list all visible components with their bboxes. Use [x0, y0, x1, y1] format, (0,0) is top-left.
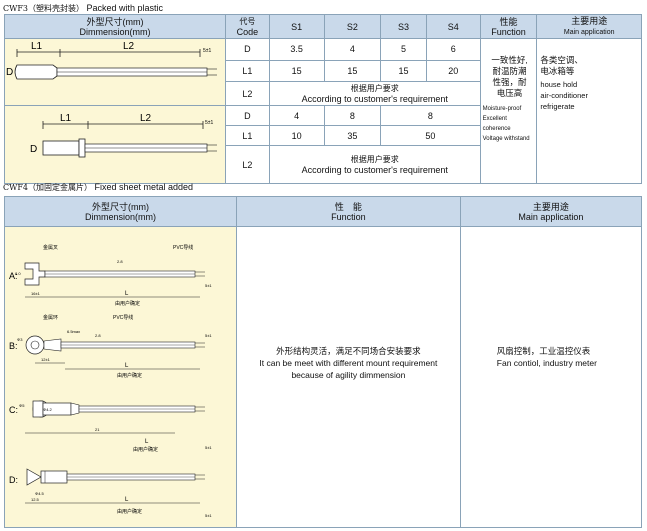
drawing-a-top: 2.8 — [117, 259, 123, 264]
s2-application-cn: 风扇控制，工业温控仪表 — [496, 346, 591, 356]
s2-function-en-2: because of agility dimmension — [291, 370, 406, 380]
section1-title-cn: （塑料壳封装） — [27, 4, 84, 13]
drawing-c-cust: 由用户确定 — [133, 446, 158, 453]
row-l1-s3: 15 — [380, 59, 427, 83]
row-l2-code: L2 — [225, 81, 270, 106]
function-cell: 一致性好, 耐温防潮 性强，耐 电压高 Moisture-proof Excel… — [479, 38, 538, 184]
section2-code: CWF4 — [3, 183, 28, 192]
dim-l2: L2 — [123, 41, 135, 52]
s2-function-en-1: It can be meet with different mount requ… — [259, 358, 438, 368]
drawing-c-label: C: — [9, 405, 18, 415]
drawing-a-label: A: — [9, 271, 18, 281]
drawing-c-h: Φ5 — [19, 403, 25, 408]
drawing-c-tip: 5±1 — [205, 445, 212, 450]
drawing-b-cust: 由用户确定 — [117, 372, 142, 379]
drawing-b-wire: PVC导线 — [113, 314, 133, 321]
drawing-c-d: Φ4.2 — [43, 407, 53, 412]
header-s3: S3 — [380, 14, 427, 39]
drawing-d-label: D: — [9, 475, 18, 485]
drawing-a-wire: PVC导线 — [173, 244, 193, 251]
row-l1-s4: 20 — [425, 59, 481, 83]
dim2-d: D — [30, 144, 37, 155]
drawing-c-dim1: 21 — [95, 427, 100, 432]
row-d-code: D — [225, 38, 270, 61]
dim-tip: 5±1 — [203, 48, 212, 54]
s2-application-cell: 风扇控制，工业温控仪表 Fan contiol, industry meter — [459, 226, 643, 528]
header-s2: S2 — [323, 14, 382, 39]
row2-l1-s1: 10 — [268, 125, 325, 146]
dim-l1: L1 — [31, 41, 43, 52]
dim-d: D — [6, 67, 13, 78]
drawing-b-t: 2.8 — [95, 333, 101, 338]
s2-function-cell: 外形结构灵活，满足不同场合安装要求 It can be meet with di… — [236, 226, 461, 528]
drawing-a-dim1: 16±1 — [31, 291, 41, 296]
row-d-s4: 6 — [425, 38, 481, 61]
row2-d-s3s4: 8 — [380, 105, 481, 126]
row-d-s1: 3.5 — [268, 38, 325, 61]
drawing-b-l: L — [125, 363, 129, 369]
row-l1-s2: 15 — [323, 59, 382, 83]
probe-drawing-1: L1 L2 5±1 D — [6, 41, 217, 80]
section2-title-en: Fixed sheet metal added — [94, 182, 194, 192]
dim2-tip: 5±1 — [205, 120, 214, 126]
drawing-a-l: L — [125, 291, 129, 297]
fixed-sheet-drawings: A: 金属叉 PVC导线 8.0 2.8 16±1 L 由用户确定 5±1 B: — [9, 244, 212, 518]
drawing-b-label: B: — [9, 341, 18, 351]
section1-code: CWF3 — [3, 4, 28, 13]
application-cell: 各类空调、 电冰箱等 house hold air-conditioner re… — [536, 38, 642, 184]
drawing-a-tip: 5±1 — [205, 283, 212, 288]
row-d-s3: 5 — [380, 38, 427, 61]
drawing-b-ring: 金属环 — [43, 314, 58, 321]
s2-header-dimension: 外型尺寸(mm)Dimmension(mm) — [4, 196, 237, 227]
row2-d-code: D — [225, 105, 270, 126]
drawing-b-dim1: 12±1 — [41, 357, 51, 362]
row-l1-code: L1 — [225, 59, 270, 83]
drawing-d-d: Φ4.5 — [35, 491, 45, 496]
drawing-a-fork: 金属叉 — [43, 244, 58, 251]
header-dimension: 外型尺寸(mm)Dimmension(mm) — [4, 14, 226, 39]
section1-title-en: Packed with plastic — [86, 3, 164, 13]
s2-drawings-cell: A: 金属叉 PVC导线 8.0 2.8 16±1 L 由用户确定 5±1 B: — [4, 226, 237, 528]
row2-l1-s2: 35 — [323, 125, 382, 146]
section2-title-cn: （加固定金属片） — [27, 183, 92, 192]
header-s4: S4 — [425, 14, 481, 39]
drawing-b-max: 6.5max — [67, 329, 80, 334]
row2-l1-s3s4: 50 — [380, 125, 481, 146]
row2-l2-code: L2 — [225, 145, 270, 184]
row2-d-s1: 4 — [268, 105, 325, 126]
drawing-d-cust: 由用户确定 — [117, 508, 142, 515]
s2-function-cn: 外形结构灵活，满足不同场合安装要求 — [276, 346, 421, 356]
s2-application-en: Fan contiol, industry meter — [496, 358, 597, 368]
drawing-group1: L1 L2 5±1 D — [4, 38, 226, 106]
drawing-d-tip: 5±1 — [205, 513, 212, 518]
drawing-a-cust: 由用户确定 — [115, 300, 140, 307]
row2-d-s2: 8 — [323, 105, 382, 126]
section2-title: CWF4（加固定金属片） Fixed sheet metal added — [3, 182, 193, 193]
drawing-d-l: L — [125, 497, 129, 503]
drawing-a-w: 8.0 — [15, 271, 21, 276]
section1-title: CWF3（塑料壳封装） Packed with plastic — [3, 3, 163, 14]
row-l1-s1: 15 — [268, 59, 325, 83]
probe-drawing-2: L1 L2 5±1 D — [30, 113, 217, 157]
drawing-d-dim1: 12.5 — [31, 497, 40, 502]
drawing-b-d: Φ3 — [17, 337, 23, 342]
dim2-l2: L2 — [140, 113, 152, 124]
dim2-l1: L1 — [60, 113, 72, 124]
row2-l1-code: L1 — [225, 125, 270, 146]
drawing-c-l: L — [145, 439, 149, 445]
drawing-b-tip: 5±1 — [205, 333, 212, 338]
header-s1: S1 — [268, 14, 325, 39]
row-d-s2: 4 — [323, 38, 382, 61]
drawing-group2: L1 L2 5±1 D — [4, 105, 226, 184]
